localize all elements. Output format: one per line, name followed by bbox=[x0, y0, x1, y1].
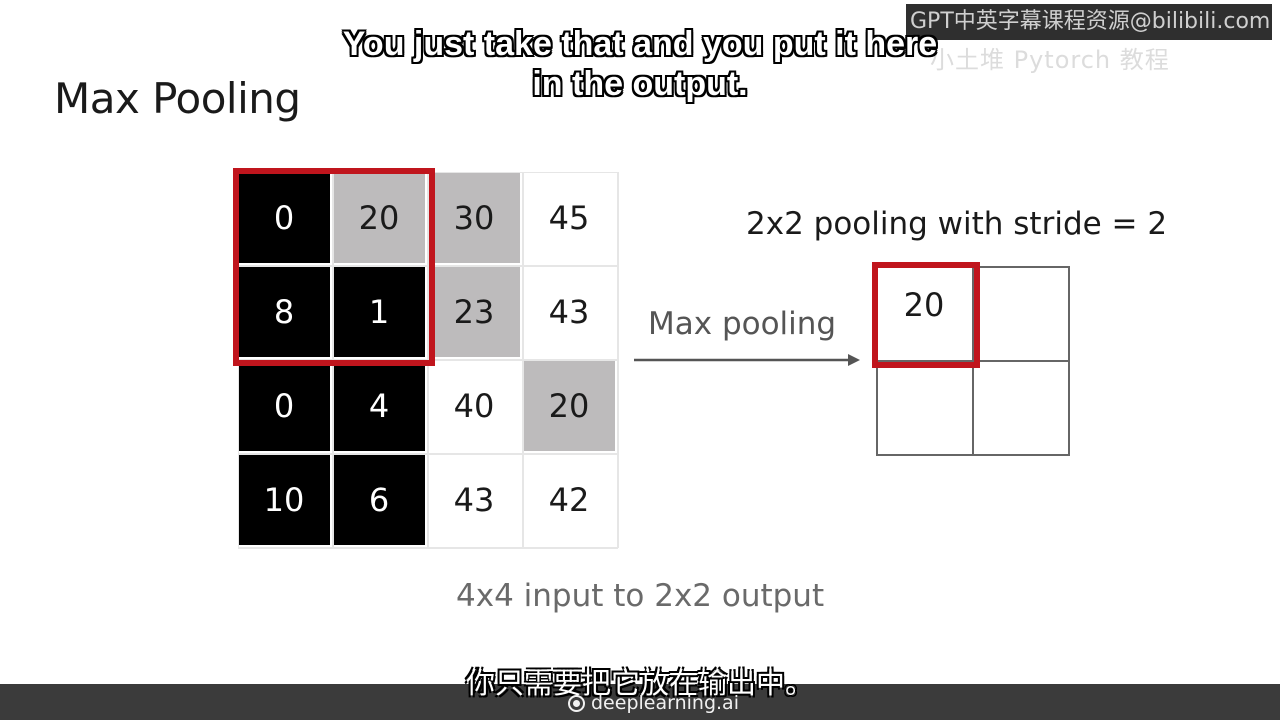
input-cell: 6 bbox=[333, 454, 425, 545]
output-cell bbox=[972, 352, 1068, 446]
output-cell: 20 bbox=[903, 286, 945, 324]
slide-caption: 4x4 input to 2x2 output bbox=[456, 578, 825, 614]
output-window-highlight bbox=[872, 262, 980, 368]
subtitle-english: You just take that and you put it here i… bbox=[342, 25, 938, 103]
arrow-right-icon bbox=[634, 354, 860, 366]
subtitle-chinese: 你只需要把它放在输出中。 bbox=[465, 666, 814, 700]
input-cell: 43 bbox=[523, 266, 615, 357]
brand-name: deeplearning.ai bbox=[591, 692, 739, 714]
bottom-bar bbox=[0, 684, 1280, 720]
deeplearning-logo-icon bbox=[568, 694, 585, 712]
watermark-banner: GPT中英字幕课程资源@bilibili.com bbox=[906, 4, 1272, 40]
input-cell: 23 bbox=[428, 266, 520, 357]
input-cell: 10 bbox=[238, 454, 330, 545]
input-cell: 8 bbox=[238, 266, 330, 357]
input-cell: 42 bbox=[523, 454, 615, 545]
pooling-title: 2x2 pooling with stride = 2 bbox=[746, 206, 1168, 242]
output-cell bbox=[972, 258, 1068, 352]
pooling-window-highlight bbox=[233, 168, 435, 366]
input-cell: 1 bbox=[333, 266, 425, 357]
watermark-text: 小土堆 Pytorch 教程 bbox=[930, 46, 1170, 74]
input-cell: 0 bbox=[238, 172, 330, 263]
input-cell: 20 bbox=[523, 360, 615, 451]
input-cell: 0 bbox=[238, 360, 330, 451]
arrow-label: Max pooling bbox=[648, 306, 837, 342]
input-cell: 43 bbox=[428, 454, 520, 545]
input-cell: 4 bbox=[333, 360, 425, 451]
slide-title: Max Pooling bbox=[54, 74, 301, 123]
input-cell: 30 bbox=[428, 172, 520, 263]
input-cell: 40 bbox=[428, 360, 520, 451]
input-cell: 45 bbox=[523, 172, 615, 263]
input-cell: 20 bbox=[333, 172, 425, 263]
brand-logo: deeplearning.ai bbox=[568, 690, 739, 716]
